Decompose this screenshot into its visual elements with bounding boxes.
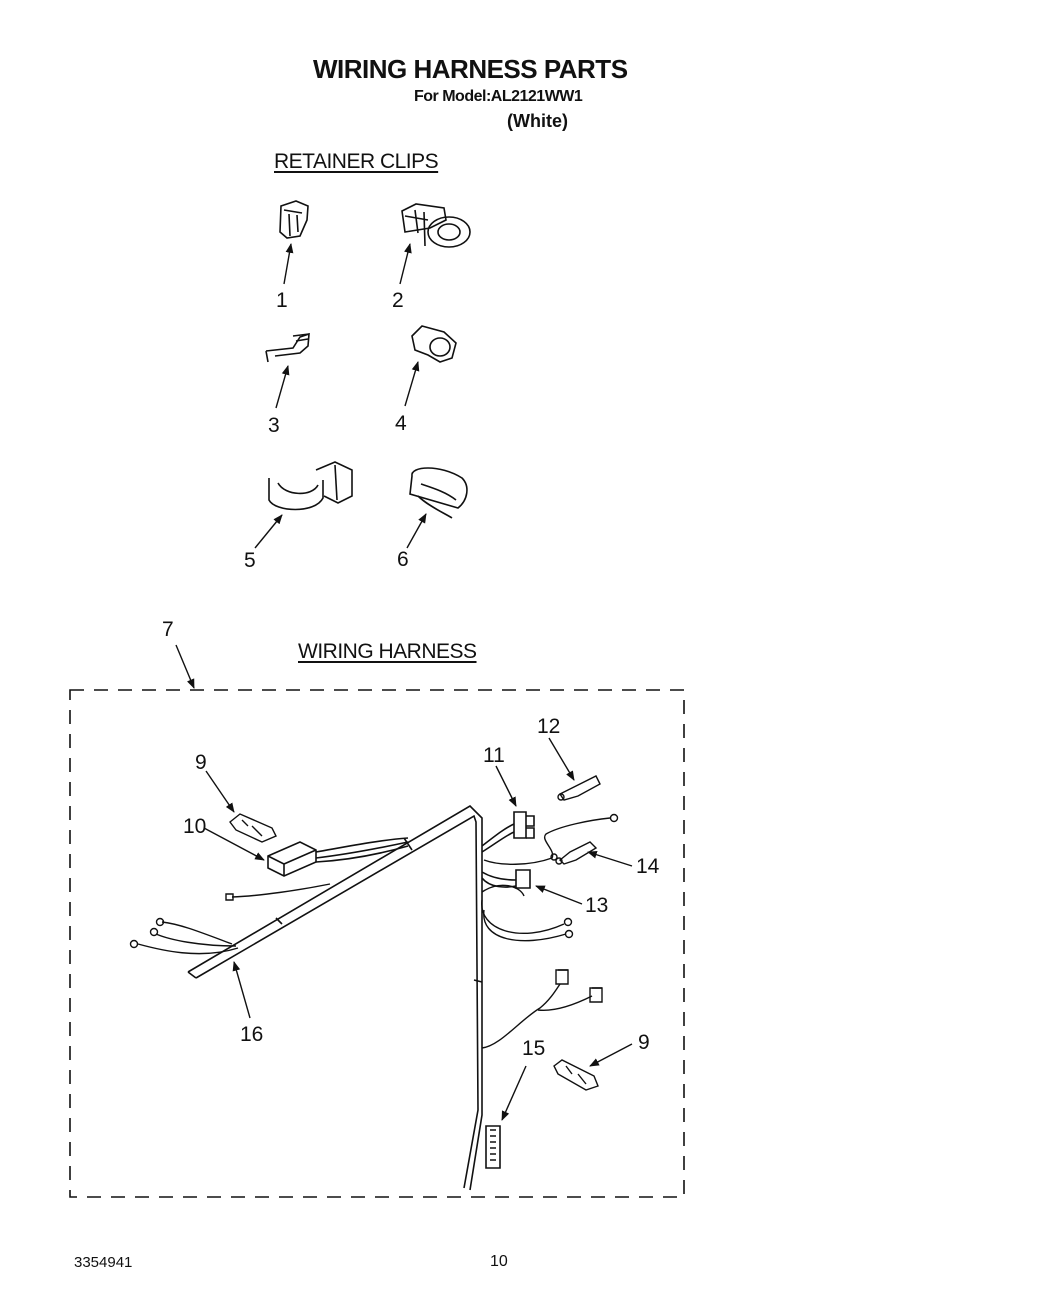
callout-3: 3: [268, 414, 280, 437]
callout-7: 7: [162, 618, 174, 641]
page-number: 10: [490, 1253, 508, 1270]
document-number: 3354941: [74, 1254, 133, 1271]
retainer-clip-6: [410, 468, 467, 518]
arrow-15: [502, 1066, 526, 1121]
arrow-9-left: [206, 771, 234, 813]
model-number: For Model:AL2121WW1: [414, 88, 583, 105]
arrow-7: [176, 645, 194, 689]
callout-1: 1: [276, 289, 288, 312]
callout-12: 12: [537, 715, 561, 738]
harness-trunk: [188, 806, 482, 1190]
terminal-9-right: [554, 1060, 598, 1090]
connector-15: [486, 1126, 500, 1168]
retainer-clip-5: [269, 462, 352, 510]
arrow-5: [255, 514, 283, 548]
retainer-clip-3: [266, 334, 309, 362]
retainer-clip-2: [402, 204, 470, 247]
retainer-clip-1: [280, 201, 308, 238]
arrow-11: [496, 766, 516, 807]
terminal-9-left: [230, 814, 276, 842]
arrow-4: [405, 361, 420, 406]
harness-frame: [70, 690, 684, 1197]
arrow-12: [549, 738, 574, 781]
arrow-2: [400, 243, 412, 284]
callout-2: 2: [392, 289, 404, 312]
callout-4: 4: [395, 412, 407, 435]
arrow-1: [284, 243, 294, 284]
callout-13: 13: [585, 894, 609, 917]
arrow-14: [587, 850, 632, 866]
page-title: WIRING HARNESS PARTS: [313, 54, 628, 84]
callout-15: 15: [522, 1037, 546, 1060]
arrow-3: [276, 365, 290, 408]
terminal-14: [556, 842, 596, 864]
right-branch-wires-lower: [482, 970, 602, 1048]
callout-5: 5: [244, 549, 256, 572]
retainer-clip-4: [412, 326, 456, 362]
arrow-13: [535, 886, 582, 904]
left-branch-wires: [131, 884, 331, 954]
callout-10: 10: [183, 815, 207, 838]
connector-10: [268, 838, 408, 876]
arrow-6: [407, 513, 426, 548]
right-branch-wires-upper: [484, 815, 618, 865]
callout-9-right: 9: [638, 1031, 650, 1054]
arrow-16: [232, 961, 250, 1018]
model-color: (White): [507, 111, 568, 131]
retainer-clips-heading: RETAINER CLIPS: [274, 150, 439, 173]
callout-11: 11: [483, 744, 505, 767]
terminal-12: [558, 776, 600, 800]
arrow-9-right: [589, 1044, 632, 1066]
wiring-harness-heading: WIRING HARNESS: [298, 640, 477, 663]
right-branch-wires-middle: [482, 885, 573, 940]
callout-9-left: 9: [195, 751, 207, 774]
callout-14: 14: [636, 855, 660, 878]
connector-11: [482, 812, 534, 852]
callout-6: 6: [397, 548, 409, 571]
arrow-10: [204, 828, 265, 860]
callout-16: 16: [240, 1023, 264, 1046]
